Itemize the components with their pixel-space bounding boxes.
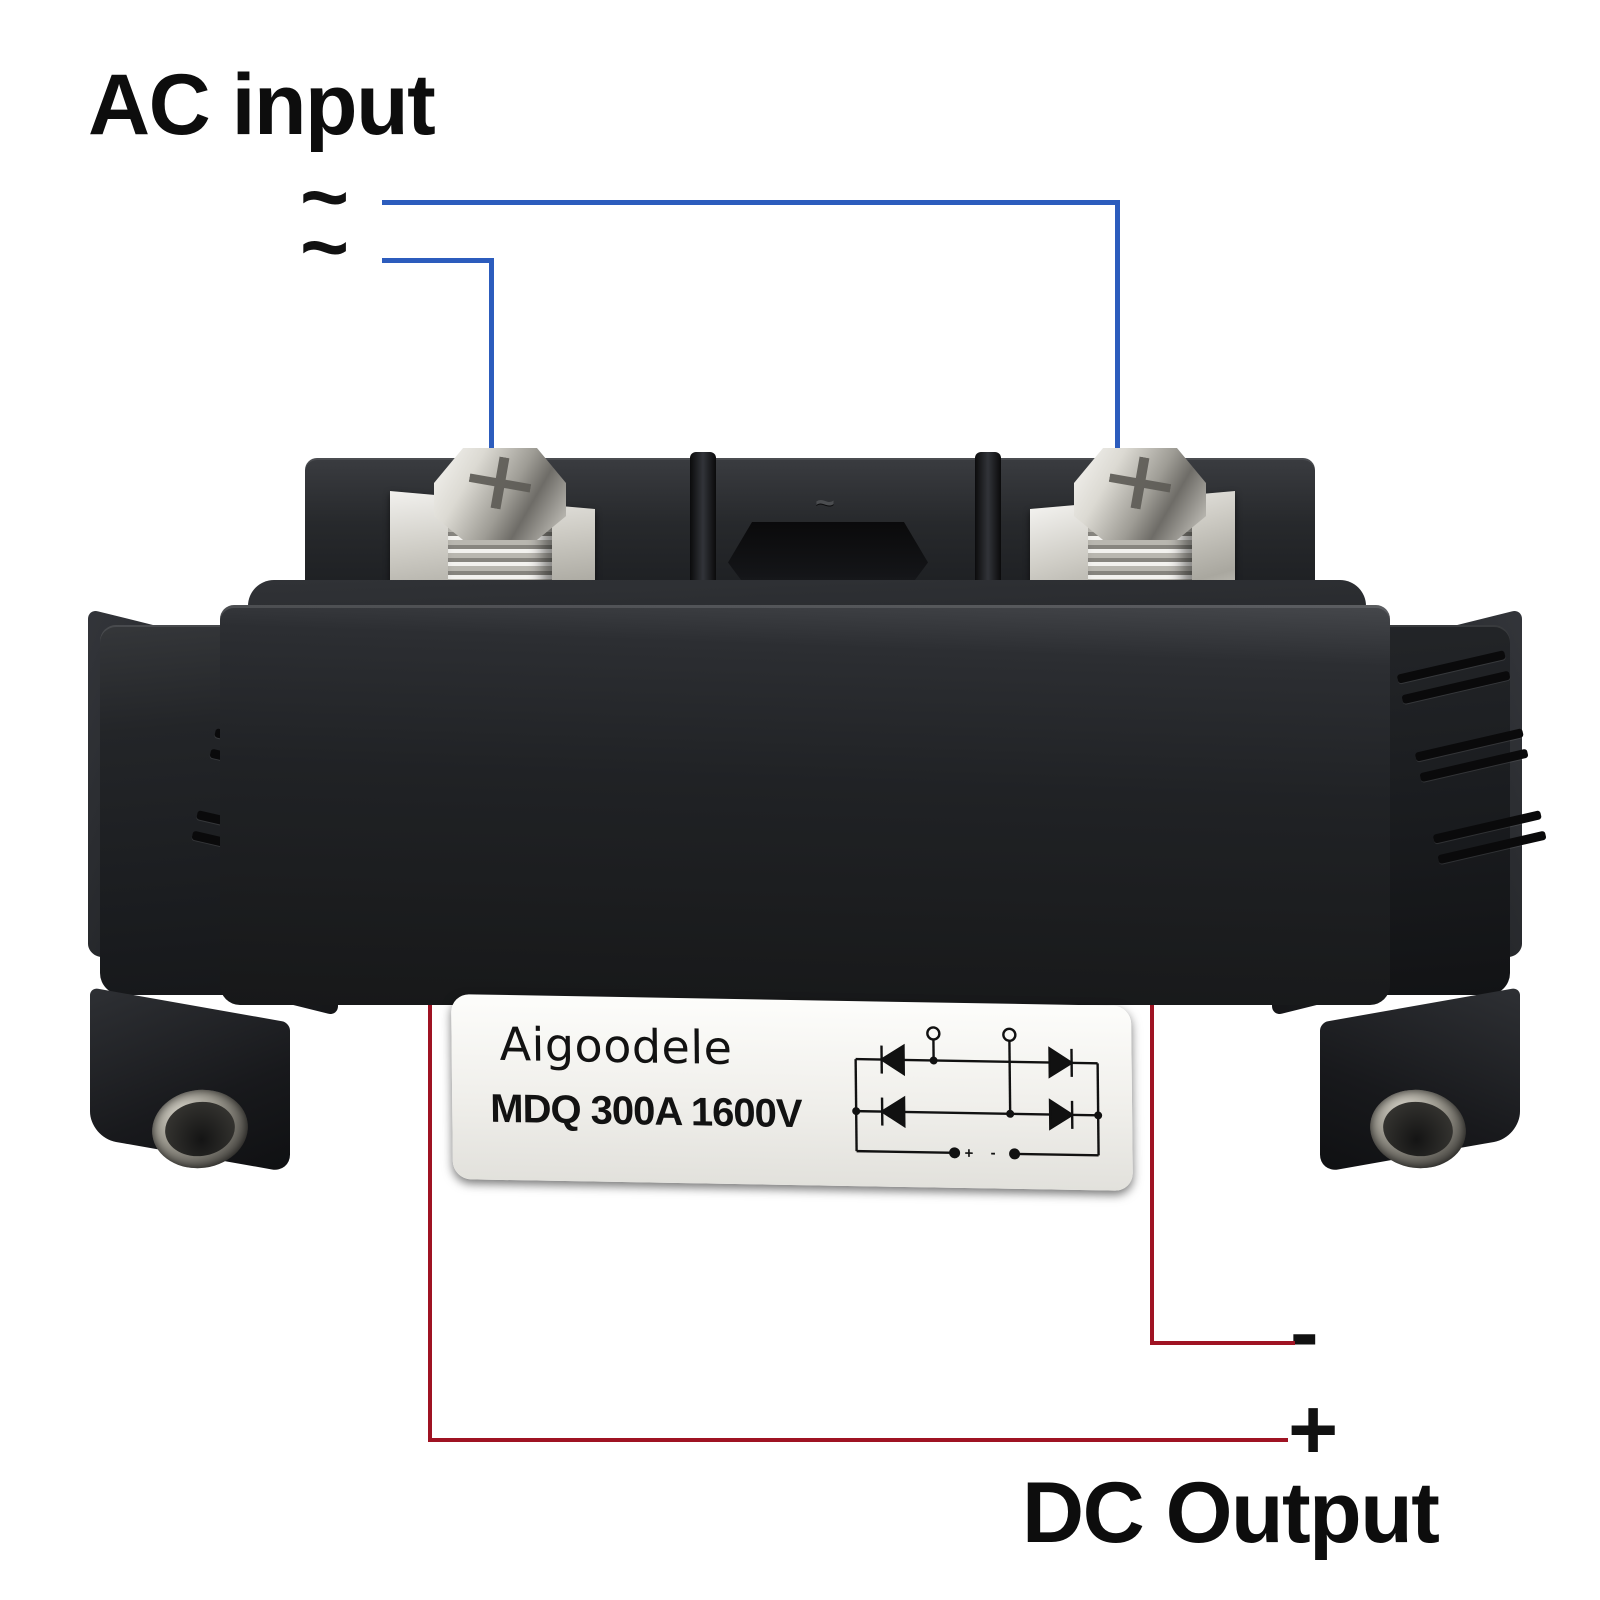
ac-input-label: AC input	[88, 57, 436, 153]
brand-name-text: Aigoodele	[499, 1016, 733, 1075]
ac-tilde-top-symbol: ~	[300, 150, 350, 244]
dc-plus-leader-line-vertical	[428, 790, 432, 1442]
phillips-slot-icon	[465, 452, 535, 514]
dc-plus-symbol: +	[1288, 1382, 1339, 1478]
module-front-face	[220, 605, 1390, 1005]
dc-minus-leader-line-horizontal	[1150, 1341, 1295, 1345]
dc-minus-symbol: -	[1290, 1285, 1319, 1381]
ac-leader-line-top-vertical	[1115, 200, 1120, 495]
ac-leader-line-bottom-horizontal	[382, 258, 494, 263]
ac-leader-line-top-horizontal	[382, 200, 1120, 205]
bolt-hex-head	[434, 448, 566, 540]
bolt-hex-head	[1074, 448, 1206, 540]
dc-minus-leader-line-vertical	[1150, 790, 1154, 1345]
ac-leader-line-bottom-vertical	[489, 258, 494, 496]
dc-output-label: DC Output	[1022, 1465, 1440, 1561]
product-label: Aigoodele MDQ 300A 1600V	[451, 994, 1133, 1191]
dc-plus-leader-line-horizontal	[428, 1438, 1288, 1442]
molded-tilde-marking: ~	[815, 484, 835, 522]
bridge-rectifier-schematic-icon: + -	[852, 1026, 1103, 1162]
ac-tilde-bottom-symbol: ~	[300, 200, 350, 294]
svg-text:+: +	[965, 1145, 974, 1162]
model-number-text: MDQ 300A 1600V	[490, 1086, 802, 1137]
phillips-slot-icon	[1105, 452, 1175, 514]
svg-text:-: -	[990, 1144, 995, 1161]
bridge-rectifier-module: ~	[80, 430, 1547, 1310]
